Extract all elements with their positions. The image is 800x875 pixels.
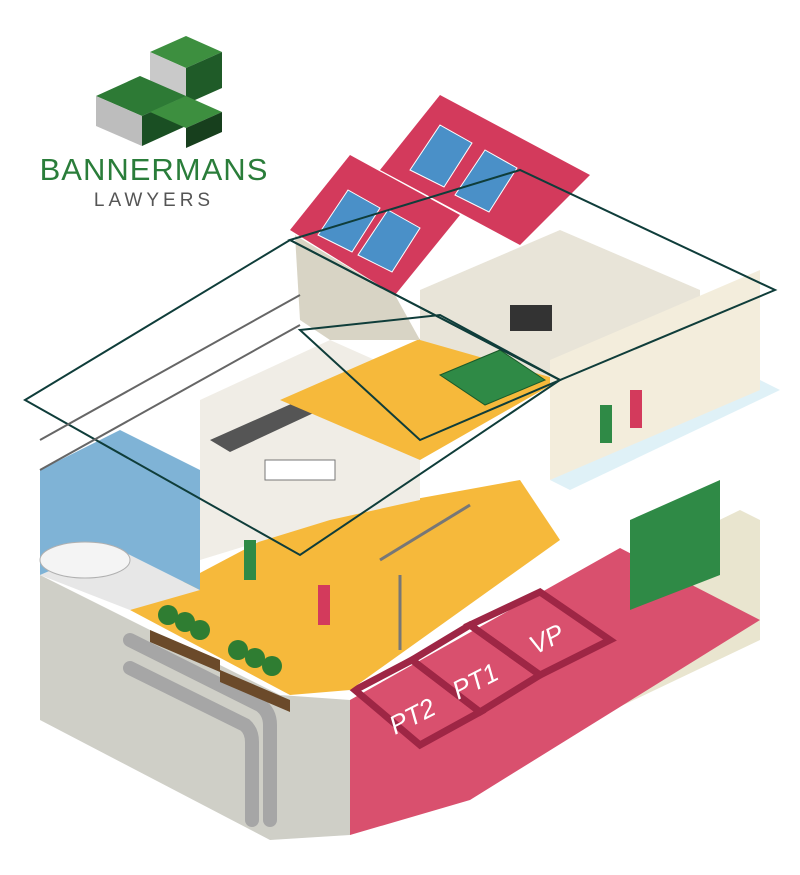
- tv: [510, 305, 552, 331]
- house-side-wall: [295, 235, 420, 340]
- planter-boxes: [158, 605, 282, 676]
- people: [244, 390, 642, 625]
- roof-left: [290, 155, 460, 295]
- balcony: [550, 380, 780, 490]
- carpark-floor: [350, 548, 760, 835]
- clothesline: [379, 503, 471, 650]
- garage-door: [630, 480, 720, 610]
- pool-table: [438, 349, 547, 406]
- underground-pipes: [123, 633, 277, 827]
- dining-table: [264, 459, 336, 481]
- boundary-outlines: [23, 168, 778, 557]
- fence: [39, 294, 301, 471]
- kitchen-counter: [210, 400, 320, 452]
- brand-subtitle: LAWYERS: [93, 190, 215, 211]
- bay-pt2: [348, 655, 487, 750]
- bathtub: [39, 541, 131, 579]
- brand-name: BANNERMANS: [39, 152, 269, 187]
